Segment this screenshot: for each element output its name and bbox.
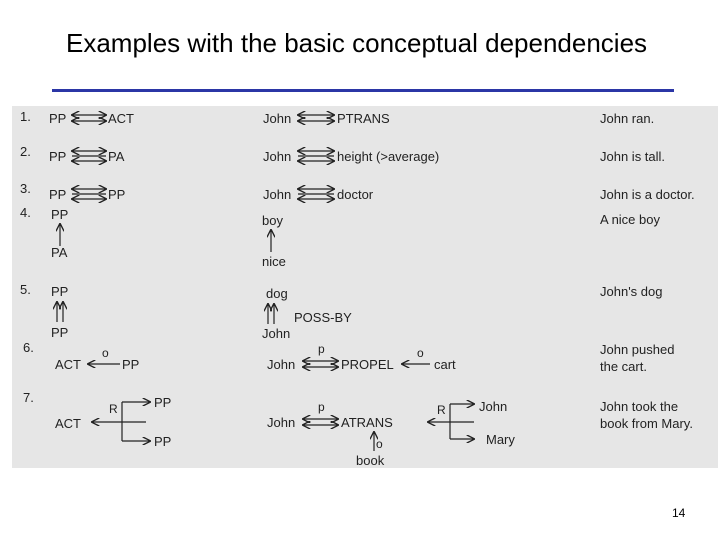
row1-gloss: John ran. <box>600 111 655 126</box>
row5-number: 5. <box>20 282 31 297</box>
row1-mid-john: John <box>263 111 292 126</box>
row6-mid-propel: PROPEL <box>341 357 394 372</box>
row3-mid-john: John <box>263 187 292 202</box>
row4-mid-boy: boy <box>262 213 283 228</box>
row7-mid-o: o <box>376 437 383 451</box>
row3-left-triple-arrow <box>72 189 106 199</box>
row6-gloss-line2: the cart. <box>600 359 647 374</box>
cd-arrows-layer <box>12 106 718 451</box>
row7-gloss-line1: John took the <box>600 399 679 414</box>
row6-left-o: o <box>102 346 109 360</box>
row5-left-pp-bottom: PP <box>51 325 69 340</box>
row6-mid-o: o <box>417 346 424 360</box>
row1-mid-double-arrow <box>298 115 334 121</box>
row1-number: 1. <box>20 109 31 124</box>
row5-left-double-up-arrow <box>57 302 63 322</box>
row6-number: 6. <box>23 340 34 355</box>
row2-mid-triple-arrow <box>298 151 334 161</box>
cd-examples-figure: 1. PP ACT John PTRANS John ran. 2. PP PA… <box>12 106 718 468</box>
row1-left-double-arrow <box>72 115 106 121</box>
row7-mid-book: book <box>356 453 385 468</box>
row2-mid-john: John <box>263 149 292 164</box>
row6-left-act: ACT <box>55 357 81 372</box>
row5-mid-double-up-arrow <box>268 304 274 324</box>
row4-left-pa: PA <box>51 245 68 260</box>
row7-mid-p: p <box>318 400 325 414</box>
row5-mid-poss-by: POSS-BY <box>294 310 352 325</box>
row1-mid-ptrans: PTRANS <box>337 111 390 126</box>
row6-mid-cart: cart <box>434 357 456 372</box>
row7-gloss-line2: book from Mary. <box>600 416 693 431</box>
row6-mid-double-arrow <box>303 361 338 367</box>
row7-mid-r: R <box>437 403 446 417</box>
row7-mid-from-mary: Mary <box>486 432 515 447</box>
row3-gloss: John is a doctor. <box>600 187 695 202</box>
row6-mid-p: p <box>318 342 325 356</box>
row3-left-pp: PP <box>49 187 67 202</box>
row5-mid-john: John <box>262 326 291 341</box>
row7-mid-john: John <box>267 415 296 430</box>
row7-left-act: ACT <box>55 416 81 431</box>
row5-mid-dog: dog <box>266 286 288 301</box>
row4-gloss: A nice boy <box>600 212 660 227</box>
row2-left-triple-arrow <box>72 151 106 161</box>
row3-mid-triple-arrow <box>298 189 334 199</box>
row7-mid-to-john: John <box>479 399 508 414</box>
row5-gloss: John's dog <box>600 284 663 299</box>
row7-number: 7. <box>23 390 34 405</box>
row6-mid-john: John <box>267 357 296 372</box>
row3-mid-doctor: doctor <box>337 187 374 202</box>
row7-mid-double-arrow <box>303 419 338 425</box>
row7-left-r: R <box>109 402 118 416</box>
row7-left-pp-top: PP <box>154 395 172 410</box>
title-underline <box>52 89 674 92</box>
row4-left-pp: PP <box>51 207 69 222</box>
row3-number: 3. <box>20 181 31 196</box>
row4-mid-nice: nice <box>262 254 286 269</box>
row6-left-pp: PP <box>122 357 140 372</box>
row7-mid-recipient-bracket <box>428 404 474 439</box>
row2-left-pp: PP <box>49 149 67 164</box>
row2-gloss: John is tall. <box>600 149 666 164</box>
row4-number: 4. <box>20 205 31 220</box>
row2-mid-height: height (>average) <box>337 149 440 164</box>
row1-left-act: ACT <box>108 111 134 126</box>
row3-right-pp: PP <box>108 187 126 202</box>
row7-left-recipient-bracket <box>92 402 150 441</box>
row2-left-pa: PA <box>108 149 125 164</box>
row5-left-pp-top: PP <box>51 284 69 299</box>
row7-mid-atrans: ATRANS <box>341 415 393 430</box>
row2-number: 2. <box>20 144 31 159</box>
slide-title: Examples with the basic conceptual depen… <box>66 28 648 58</box>
row1-left-pp: PP <box>49 111 67 126</box>
row7-left-pp-bottom: PP <box>154 434 172 449</box>
page-number: 14 <box>672 506 686 520</box>
row6-gloss-line1: John pushed <box>600 342 675 357</box>
